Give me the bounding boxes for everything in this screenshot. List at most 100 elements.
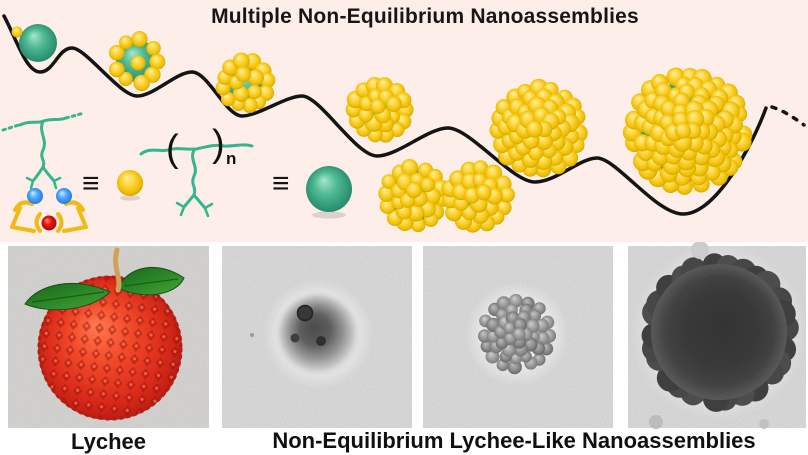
figure-title: Multiple Non-Equilibrium Nanoassemblies	[211, 5, 639, 28]
lychee-leaf-right	[117, 266, 185, 296]
gold-particle	[11, 26, 23, 38]
stage-2-few-particles	[108, 30, 166, 92]
gold-particle	[370, 98, 386, 114]
energy-curve	[2, 14, 768, 216]
equivalence-symbol: ≡	[272, 167, 290, 200]
repeat-unit-close-paren: )	[212, 123, 225, 165]
gold-particle	[108, 44, 125, 61]
lychee-label: Lychee	[70, 429, 146, 454]
gold-particle	[472, 160, 489, 177]
legend-teal-sphere	[306, 166, 352, 212]
gold-particle	[674, 122, 692, 139]
cage-bracket-left	[34, 212, 42, 233]
gold-particle	[407, 204, 425, 222]
gold-particle	[232, 85, 249, 102]
tem-dark-dot	[316, 336, 326, 346]
gold-particle	[108, 61, 125, 78]
gold-particle	[133, 74, 150, 92]
guest-red-sphere	[41, 215, 57, 231]
gold-particle	[247, 84, 262, 100]
panel-tem-small	[222, 246, 412, 428]
branch-claw	[203, 202, 214, 218]
tem-particle	[480, 339, 494, 353]
micrograph-strip	[0, 241, 808, 455]
dumbbell-right-lobe	[441, 160, 515, 233]
panel-tem-large	[628, 241, 807, 429]
nanoassemblies-caption: Non-Equilibrium Lychee-Like Nanoassembli…	[272, 428, 756, 453]
cage-claw-right	[64, 200, 85, 212]
gold-particle	[131, 30, 148, 47]
tem-dark-blob	[274, 290, 362, 378]
repeat-unit-open-paren: (	[166, 128, 179, 170]
tem-cluster-spheres	[478, 294, 557, 375]
chain-continuation-dashes	[64, 111, 86, 120]
gold-particle	[220, 91, 236, 107]
polymer-chain	[139, 143, 254, 156]
repeat-unit-subscript: n	[226, 149, 236, 168]
gold-particle	[119, 35, 133, 50]
cage-leg-right	[62, 206, 88, 233]
cage-claw-left	[13, 200, 34, 212]
tem-dark-dot	[296, 304, 314, 322]
stage-4-mostly-covered	[345, 77, 414, 143]
gold-particle	[475, 184, 492, 201]
lychee-bumpy-edge	[37, 275, 183, 421]
stage-1-bare-core	[11, 24, 57, 62]
tem-speck	[250, 333, 254, 337]
leaf-vein	[31, 291, 105, 303]
legend-monomer	[1, 111, 86, 190]
gold-particle	[405, 181, 422, 199]
stage-6-full-coverage	[622, 67, 753, 195]
gold-particle	[235, 66, 251, 83]
energy-landscape-panel: ≡ ( ) n ≡ Multiple Non-Equilibrium Nanoa…	[0, 0, 808, 242]
panel-tem-medium	[423, 246, 613, 428]
branch-arm	[192, 193, 207, 210]
tem-ghost-particle	[691, 241, 709, 259]
gold-particle	[232, 52, 250, 70]
cage-bracket-right	[56, 212, 64, 233]
gold-particle	[242, 97, 258, 114]
gold-particle	[499, 186, 515, 203]
stage-5-nearly-full	[489, 78, 588, 178]
sphere-shadow	[120, 195, 140, 201]
host-blue-sphere	[56, 188, 72, 204]
core-sphere	[19, 24, 57, 62]
gold-particle	[378, 185, 395, 202]
tem-dark-dot	[290, 333, 300, 343]
gold-particle	[358, 107, 374, 123]
sphere-shadow	[312, 211, 346, 219]
gold-particle	[385, 95, 402, 112]
host-blue-sphere	[27, 188, 43, 204]
gold-particle	[420, 177, 435, 193]
cage-leg-left	[10, 206, 36, 233]
branch-claw	[25, 176, 35, 190]
branch-claw	[175, 201, 186, 217]
leaf-vein	[123, 278, 179, 287]
stage-3-more-particles	[215, 52, 276, 114]
tem-ghost-particle	[759, 419, 769, 429]
gold-particle	[525, 120, 543, 138]
tem-ghost-particle	[649, 415, 663, 429]
gold-particle	[401, 158, 419, 177]
gold-particle	[247, 69, 264, 86]
gold-particle	[535, 132, 553, 151]
legend-host-cage	[10, 200, 88, 233]
branch-arm	[41, 165, 56, 183]
tem-mass-mottle	[651, 264, 787, 400]
branch-stem	[40, 119, 46, 169]
tem-particle	[503, 321, 516, 334]
panel-lychee-photo	[8, 246, 209, 428]
equivalence-symbol: ≡	[82, 167, 100, 200]
tem-particle	[528, 309, 542, 323]
nanoassemblies-group	[11, 24, 753, 233]
gold-particle	[381, 174, 397, 189]
gold-particle	[118, 71, 133, 87]
lychee-stem	[113, 247, 122, 293]
legend-gold-sphere	[117, 170, 143, 196]
tem-particle	[512, 327, 526, 341]
branch-stem	[191, 148, 197, 197]
dumbbell-left-lobe	[378, 158, 451, 233]
legend-polymer	[139, 143, 254, 218]
branch-claw	[52, 176, 62, 190]
